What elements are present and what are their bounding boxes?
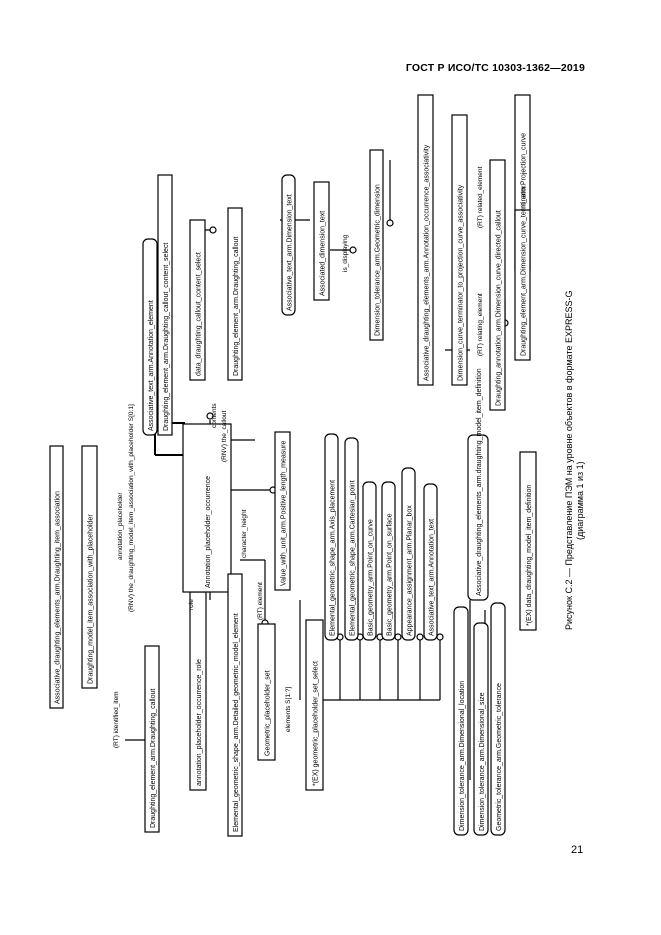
entity-label: Value_with_unit_arm.Positive_length_meas… [281,440,288,586]
entity-dim-curve-terminator-projection [451,114,468,386]
entity-point-on-curve [362,481,377,641]
entity-label: Elemental_geometric_shape_arm.Detailed_g… [233,613,240,832]
entity-label: Geometric_tolerance_arm.Geometric_tolera… [496,683,503,831]
relation-label: is_displaying [342,234,349,272]
entity-assoc-annotation-occurrence-assoc [417,94,434,386]
entity-label: *(EX) geometric_placeholder_set_select [313,661,320,786]
entity-label: Associated_dimension_text [320,211,327,296]
entity-dim-tol-dimensional-size [473,622,489,836]
entity-planar-box [401,467,416,641]
entity-label: Draughting_element_arm.Projection_curve [521,133,528,266]
entity-dgm-element-callout-content-select [157,174,173,436]
entity-label: Geometric_placeholder_set [265,670,272,756]
figure-caption-line1: Рисунок С.2 — Представление ПЭМ на уровн… [564,290,574,631]
entity-point-on-surface [381,481,396,641]
entity-dgm-element-callout-2 [227,207,243,381]
entity-draughting-annotation-dim-curve [489,159,506,411]
entity-dgm-model-item-assoc-placeholder [81,445,98,689]
entity-label: Draughting_element_arm.Draughting_callou… [163,243,170,431]
relation-label: role [188,599,195,610]
figure-caption-line2: (диаграмма 1 из 1) [575,461,585,540]
entity-annotation-text [423,483,438,641]
entity-associated-dimension-text [313,181,330,301]
entity-label: Associative_text_arm.Annotation_text [429,519,436,636]
entity-value-positive-length [274,431,291,591]
entity-label: Dimension_tolerance_arm.Dimensional_size [479,692,486,831]
entity-label: Annotation_placeholder_occurrence [205,476,212,588]
relation-label: (RT) related_element [477,167,484,228]
entity-label: Draughting_annotation_arm.Dimension_curv… [496,210,503,406]
document-header: ГОСТ Р ИСО/ТС 10303-1362—2019 [405,62,585,74]
relation-label: character_height [241,509,248,558]
entity-label: Draughting_model_item_association_with_p… [88,514,95,684]
entity-label: annotation_placeholder_occurrence_role [196,659,203,786]
entity-label: Appearance_assignment_arm.Planar_box [407,505,414,636]
entity-assoc-text-dimension-text [281,174,296,316]
entity-label: Basic_geometry_arm.Point_on_curve [368,519,375,636]
entity-label: Associative_draughting_elements_arm.drau… [476,368,483,596]
entity-label: Associative_text_arm.Annotation_element [148,300,155,431]
entity-label: data_draughting_callout_content_select [196,252,203,376]
entity-label: Dimension_tolerance_arm.Dimensional_loca… [459,681,466,831]
relation-label: contents [211,403,218,428]
entity-label: Associative_draughting_elements_arm.Drau… [55,491,62,704]
entity-dimension-tolerance-geometric-dimension [369,149,384,341]
entity-label: Associative_draughting_elements_arm.Anno… [424,144,431,381]
relation-label: (RNV) the_draughting_model_item_associat… [128,404,135,612]
relation-label: annotation_placeholder [117,492,124,560]
entity-label: Dimension_curve_terminator_to_projection… [458,184,465,381]
page-number: 21 [571,844,584,856]
entity-dgm-callout-content-select [189,219,206,381]
entity-label: Elemental_geometric_shape_arm.Axis_place… [330,480,337,636]
entity-label: Basic_geometry_arm.Point_on_surface [387,513,394,636]
entity-geometric-tolerance [490,602,506,836]
entity-label: Draughting_element_arm.Dimension_curve_t… [521,185,528,356]
relation-label: (RT) relating_element [477,293,484,356]
entity-label: Associative_text_arm.Dimension_text [287,194,294,311]
entity-dgm-model-item-definition [519,451,537,631]
entity-geometric-placeholder-set [257,623,276,761]
entity-assoc-dgm-model-item-definition [467,434,489,601]
relation-label: (RNV) the_callout [221,411,228,462]
entity-annotation-placeholder-occurrence [182,423,232,593]
entity-label: Draughting_element_arm.Draughting_callou… [233,237,240,376]
entity-label: Elemental_geometric_shape_arm.Cartesian_… [350,480,357,636]
entity-dim-tol-dimensional-location [453,606,469,836]
entity-label: Draughting_element_arm.Draughting_callou… [150,689,157,828]
entity-dgm-element-callout [144,645,160,833]
entity-assoc-text-annotation-element [142,238,158,436]
entity-cartesian-point [344,437,359,641]
relation-label: (RT) identified_item [113,691,120,748]
entity-label: Dimension_tolerance_arm.Geometric_dimens… [375,184,382,336]
relation-label: elements S[1:?] [285,687,292,732]
entity-dimension-curve-terminator [514,209,531,361]
relation-label: (RT) element [257,582,264,620]
entity-label: *(EX) data_draughting_model_item_definit… [526,485,533,626]
entity-axis-placement [324,433,339,641]
entity-assoc-dgm-item-assoc [49,445,64,709]
entity-geometric-placeholder-set-select [305,619,324,791]
entity-elemental-geom-shape-detailed [227,573,243,837]
